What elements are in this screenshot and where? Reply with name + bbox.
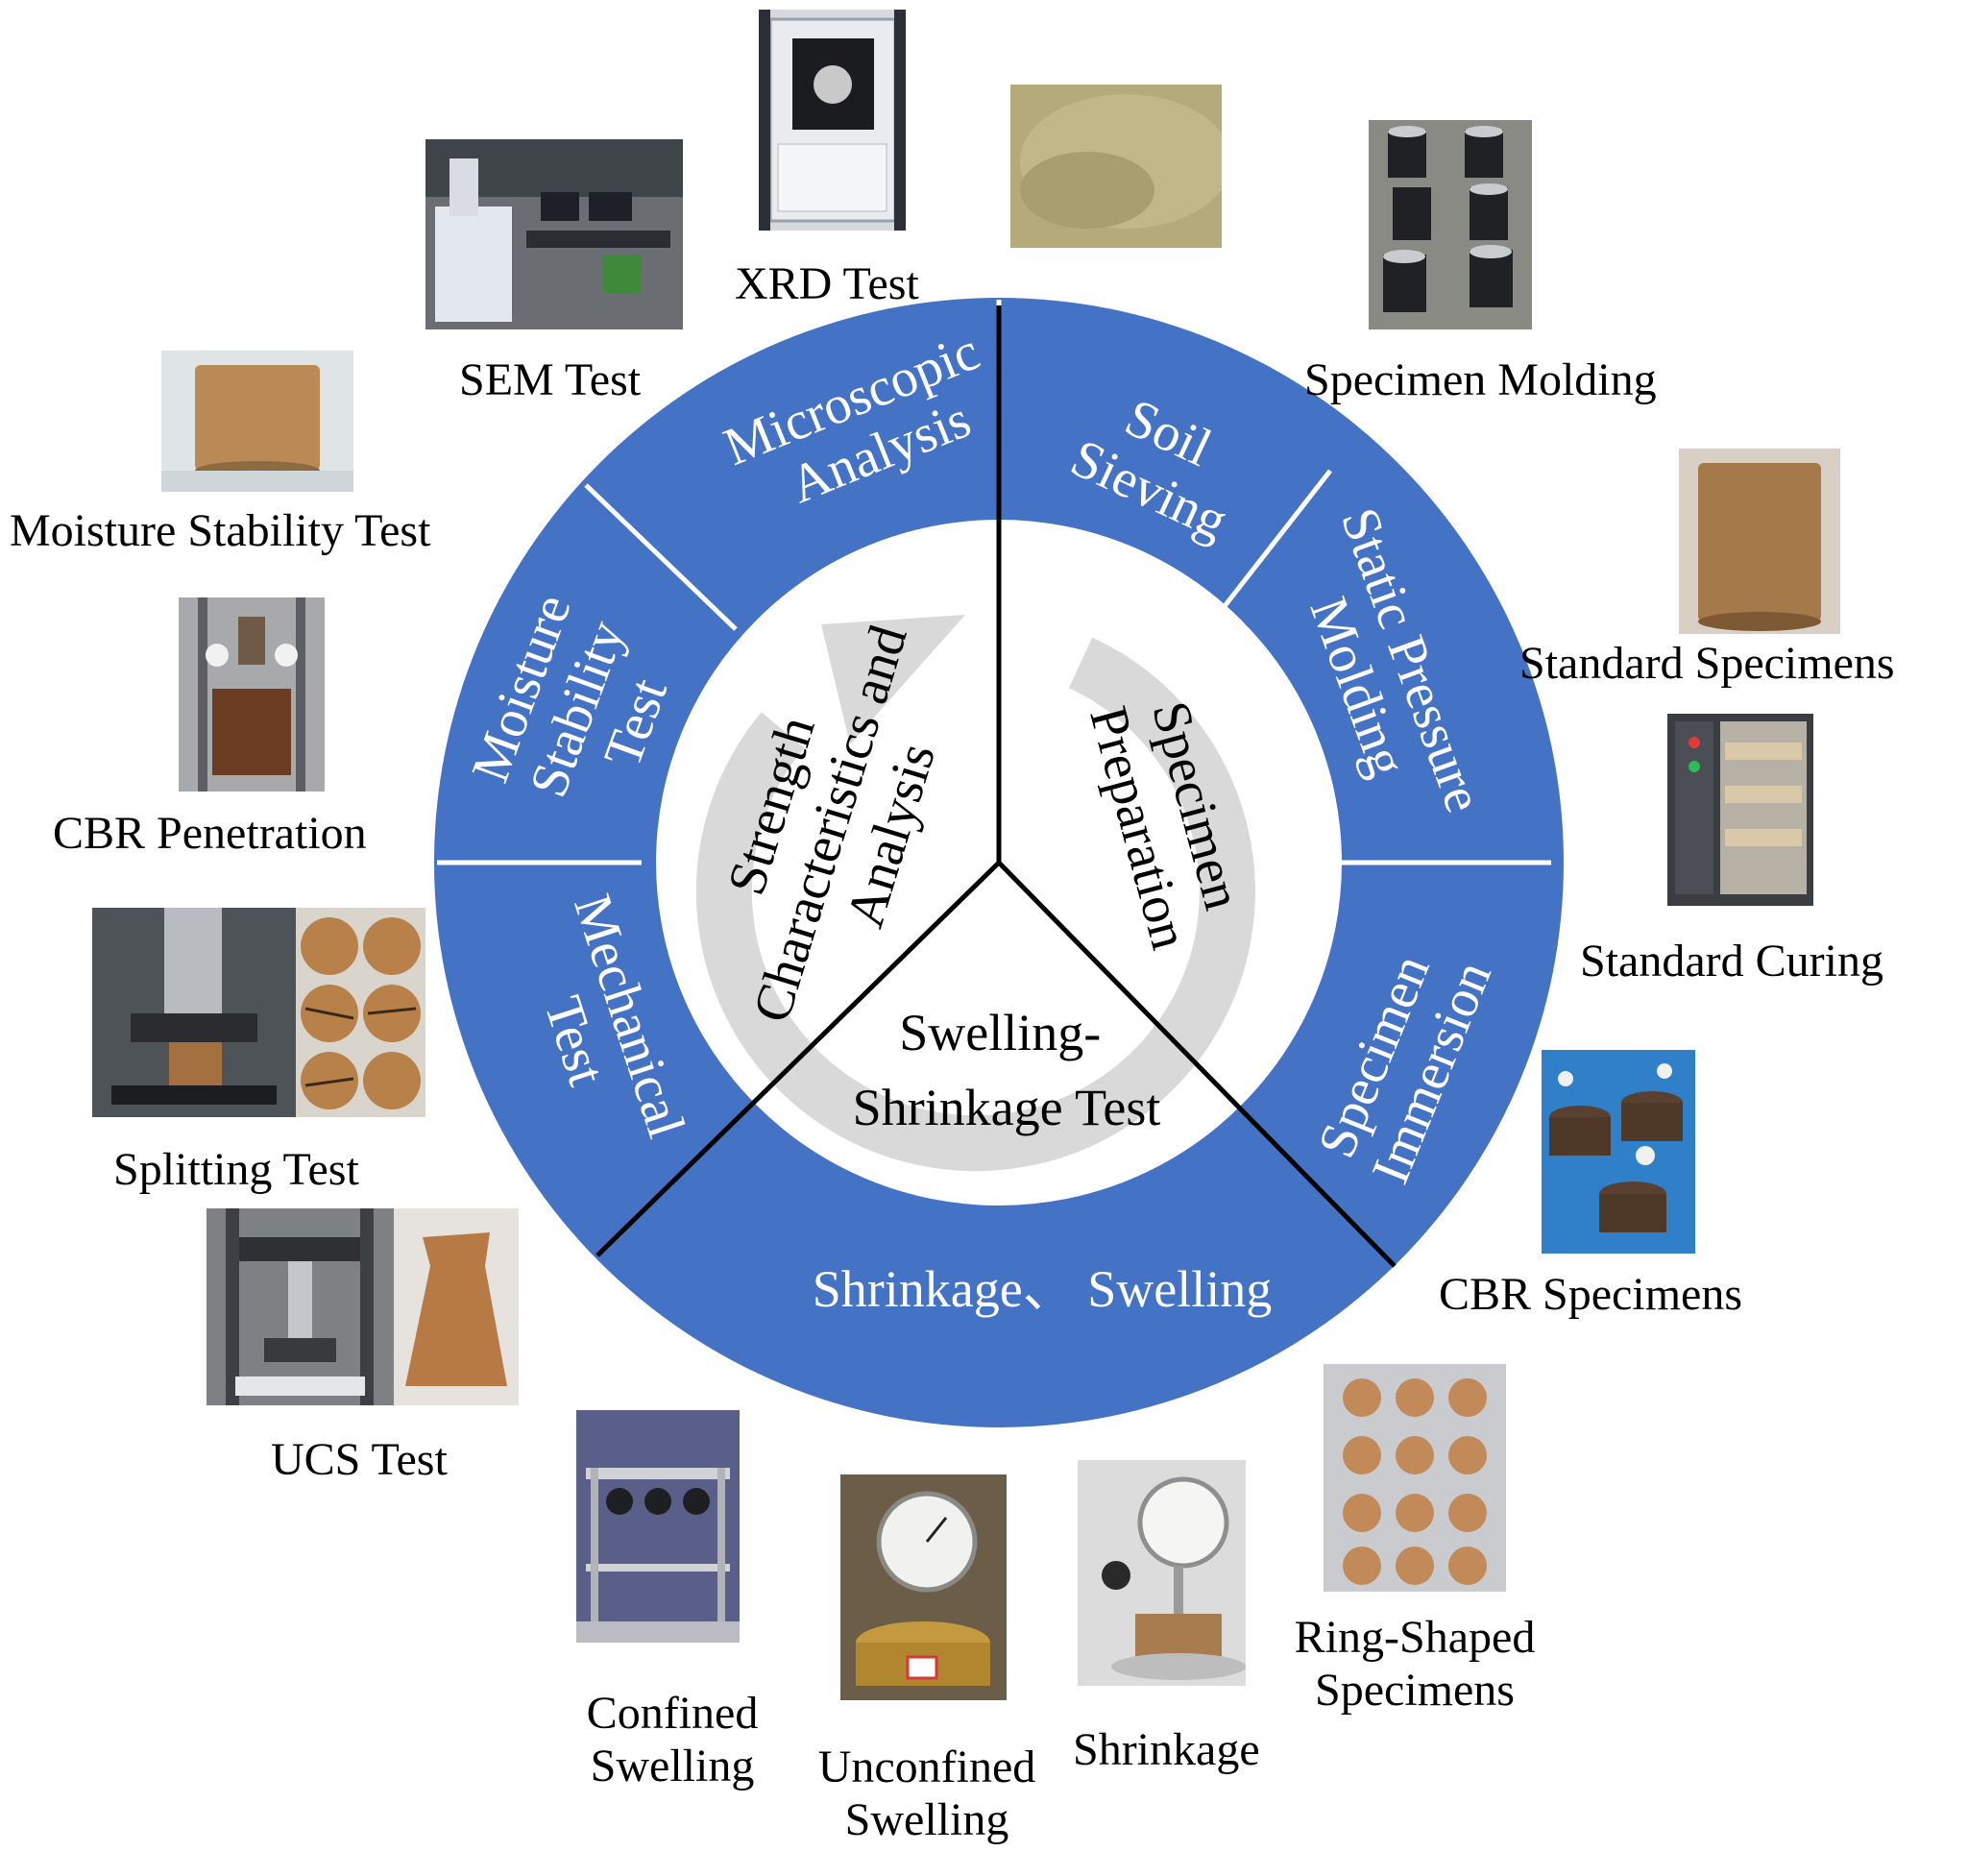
ucs-machine-photo [207,1208,394,1405]
cycle-arrow-icon [695,615,1255,1172]
caption-unconfined-swelling: Unconfined Swelling [817,1742,1036,1846]
caption-confined-swelling: Confined Swelling [586,1688,759,1792]
caption-standard-specimens: Standard Specimens [1519,638,1895,689]
caption-specimen-molding: Specimen Molding [1304,354,1657,405]
caption-ucs-test: UCS Test [271,1434,448,1485]
split-specimens-photo [296,908,425,1117]
ucs-specimen-photo [394,1208,519,1405]
caption-xrd-test: XRD Test [735,258,919,309]
confined-swelling-photo [576,1410,740,1643]
sector-dividers [595,305,1397,1268]
sem-lab-photo [425,139,683,329]
xrd-machine-photo [759,10,906,231]
ring-specimens-photo [1324,1364,1506,1592]
caption-cbr-penetration: CBR Penetration [53,808,367,859]
moisture-specimen-photo [161,351,353,492]
caption-shrinkage: Shrinkage [1073,1724,1260,1775]
splitting-machine-photo [92,908,296,1117]
caption-splitting-test: Splitting Test [113,1144,359,1195]
soil-powder-photo [1010,85,1222,248]
ring-label-shrink-swell: Shrinkage、 Swelling [813,1260,1272,1318]
cbr-specimens-photo [1542,1050,1695,1254]
specimen-molds-photo [1369,120,1532,329]
cbr-penetration-photo [179,597,325,792]
unconfined-swelling-photo [840,1474,1007,1700]
caption-moisture-stability-test: Moisture Stability Test [10,505,431,556]
caption-cbr-specimens: CBR Specimens [1439,1269,1743,1320]
shrinkage-photo [1078,1460,1246,1686]
caption-ring-shaped-specimens: Ring-Shaped Specimens [1294,1612,1536,1717]
curing-chamber-photo [1667,714,1813,906]
caption-sem-test: SEM Test [459,354,642,405]
center-label-swelling: Swelling- Shrinkage Test [853,1004,1161,1136]
caption-standard-curing: Standard Curing [1580,936,1883,987]
standard-specimen-photo [1679,449,1840,634]
